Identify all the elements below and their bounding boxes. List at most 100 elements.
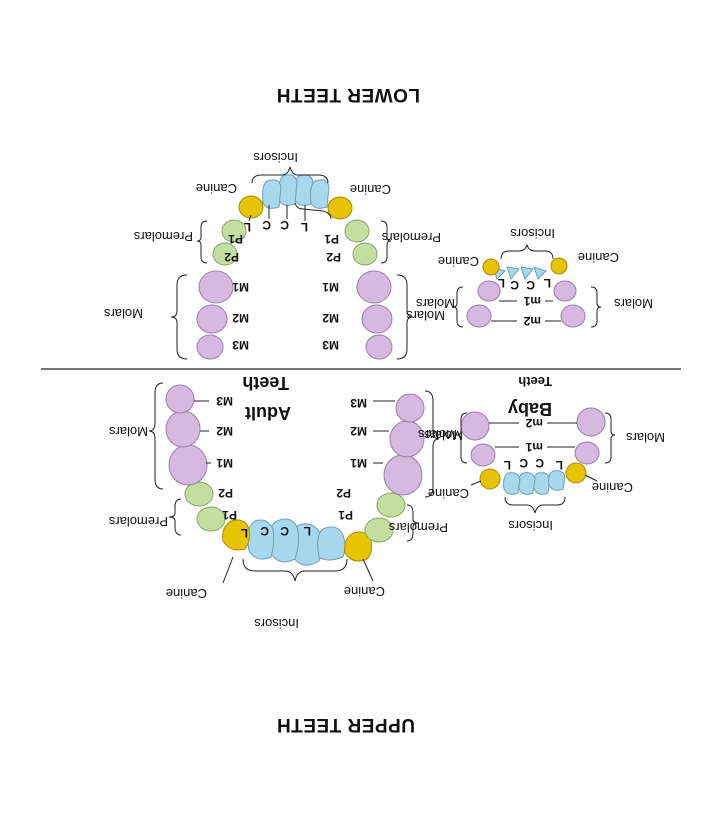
code-p2: P2: [336, 486, 351, 500]
adult-lower-premolar-tooth: [212, 242, 238, 266]
lower-incisors-label: Incisors: [253, 150, 298, 165]
code-m3: M3: [350, 396, 367, 410]
canine-label: Canine: [344, 584, 385, 599]
adult-upper-molar-tooth: [168, 444, 208, 486]
adult-upper-canine-tooth: [222, 519, 250, 551]
adult-lower-molar-tooth: [361, 304, 393, 334]
adult-label: Adult: [245, 403, 291, 423]
adult-lower-arch: Incisors Canine Canine Premolars Premola…: [103, 150, 445, 360]
adult-lower-incisor-tooth: [294, 174, 314, 206]
incisors-label: Incisors: [254, 616, 299, 631]
adult-upper-incisor-tooth: [269, 518, 300, 563]
baby-lower-code-l: L: [498, 276, 505, 290]
baby-lower-canine-tooth: [482, 258, 500, 276]
code-m2: M2: [350, 424, 367, 438]
code-p2: P2: [218, 486, 233, 500]
adult-upper-incisor-tooth: [317, 526, 346, 561]
baby-lower-canine-tooth: [550, 257, 568, 275]
adult-lower-molar-tooth: [365, 334, 393, 360]
baby-upper-incisor-tooth: [503, 472, 521, 495]
baby-lower-molars-label: Molars: [415, 296, 455, 311]
adult-lower-canine-tooth: [238, 195, 264, 219]
lower-code-p1: P1: [324, 232, 339, 246]
baby-lower-arch: Incisors Canine Canine Molars Molars L C…: [415, 226, 653, 328]
baby-lower-incisor-tooth: [520, 266, 534, 281]
baby-canine-label: Canine: [592, 480, 633, 495]
adult-upper-premolar-tooth: [376, 492, 406, 518]
lower-code-m1: M1: [322, 280, 339, 294]
baby-code-c: C: [535, 456, 544, 470]
lower-premolars-label: Premolars: [381, 230, 441, 245]
baby-lower-code-l: L: [544, 276, 551, 290]
baby-lower-incisors-label: Incisors: [510, 226, 555, 241]
adult-lower-premolar-tooth: [352, 242, 378, 266]
baby-lower-code-m1: m1: [523, 294, 541, 308]
baby-lower-code-c: C: [526, 278, 535, 292]
code-c: C: [280, 524, 289, 538]
adult-upper-molar-tooth: [383, 454, 423, 496]
baby-code-c: C: [519, 456, 528, 470]
adult-lower-incisor-tooth: [278, 174, 298, 206]
code-l: L: [241, 526, 248, 540]
adult-upper-premolar-tooth: [196, 506, 226, 532]
premolars-label: Premolars: [388, 520, 448, 535]
baby-upper-molar-tooth: [460, 411, 490, 441]
baby-teeth-label: Teeth: [518, 374, 552, 389]
baby-lower-molar-tooth: [477, 280, 501, 302]
baby-lower-canine-label: Canine: [438, 254, 479, 269]
baby-upper-incisor-tooth: [533, 472, 551, 495]
baby-upper-arch: Incisors Canine Canine Molars Molars L C…: [417, 407, 665, 533]
baby-lower-code-c: C: [510, 278, 519, 292]
baby-code-m2: m2: [525, 416, 543, 430]
adult-upper-incisor-tooth: [247, 519, 275, 560]
baby-canine-label: Canine: [428, 486, 469, 501]
adult-teeth-label: Teeth: [242, 373, 289, 393]
adult-upper-premolar-tooth: [184, 481, 214, 507]
baby-code-l: L: [556, 458, 563, 472]
lower-code-m2: M2: [232, 311, 249, 325]
incisors-bracket: [242, 558, 348, 582]
lower-canine-label: Canine: [350, 182, 391, 197]
lower-canine-label: Canine: [196, 181, 237, 196]
lower-code-m2: M2: [322, 311, 339, 325]
baby-lower-molar-tooth: [553, 280, 577, 302]
code-m1: M1: [216, 456, 233, 470]
baby-upper-incisor-tooth: [548, 470, 566, 491]
baby-lower-code-m2: m2: [523, 314, 541, 328]
lower-code-p1: P1: [228, 232, 243, 246]
code-m1: M1: [350, 456, 367, 470]
baby-molars-label: Molars: [417, 427, 457, 442]
lower-premolars-label: Premolars: [133, 229, 193, 244]
lower-code-c: C: [280, 218, 289, 232]
baby-upper-molar-tooth: [470, 443, 496, 467]
baby-lower-molars-label: Molars: [613, 296, 653, 311]
baby-label: Baby: [508, 399, 552, 419]
lower-code-l: L: [244, 220, 251, 234]
baby-upper-canine-tooth: [479, 468, 501, 490]
adult-lower-premolar-tooth: [221, 219, 247, 243]
baby-code-m1: m1: [525, 440, 543, 454]
adult-lower-canine-tooth: [327, 196, 353, 220]
molars-label: Molars: [108, 424, 148, 439]
upper-teeth-title: UPPER TEETH: [276, 714, 415, 735]
baby-lower-molar-tooth: [466, 304, 492, 328]
adult-lower-molar-tooth: [356, 270, 392, 304]
code-l: L: [304, 524, 311, 538]
adult-lower-incisor-tooth: [310, 179, 330, 209]
lower-molars-label: Molars: [405, 308, 445, 323]
lower-code-p2: P2: [224, 250, 239, 264]
baby-lower-incisor-tooth: [506, 266, 520, 281]
lower-code-c: C: [262, 218, 271, 232]
baby-lower-canine-label: Canine: [578, 250, 619, 265]
adult-lower-molar-tooth: [196, 334, 224, 360]
baby-upper-molar-tooth: [574, 441, 600, 465]
lower-code-m1: M1: [232, 280, 249, 294]
lower-teeth-title: LOWER TEETH: [276, 84, 420, 105]
baby-upper-molar-tooth: [576, 407, 606, 437]
adult-lower-molar-tooth: [196, 304, 228, 334]
adult-upper-molar-tooth: [165, 384, 195, 414]
baby-lower-molar-tooth: [560, 304, 586, 328]
lower-code-p2: P2: [326, 250, 341, 264]
